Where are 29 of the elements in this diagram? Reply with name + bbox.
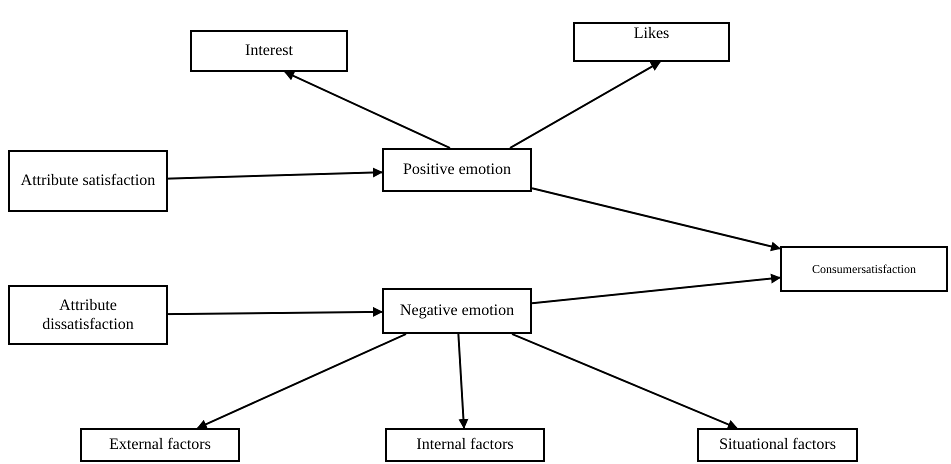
arrow xyxy=(168,168,383,180)
node-box xyxy=(697,428,858,462)
node-label: Likes xyxy=(634,24,670,44)
arrow xyxy=(284,71,450,149)
node-label: Attribute dissatisfaction xyxy=(41,296,135,334)
arrow xyxy=(457,334,468,429)
arrow xyxy=(168,306,383,317)
arrow xyxy=(196,333,406,429)
node-box xyxy=(382,148,532,192)
node-label: External factors xyxy=(109,435,211,455)
arrow xyxy=(510,61,661,149)
node-box xyxy=(385,428,545,462)
node-label: Positive emotion xyxy=(403,160,511,180)
node-box xyxy=(8,285,168,345)
arrow xyxy=(532,274,781,304)
node-box xyxy=(382,288,532,334)
node-box xyxy=(190,30,348,72)
node-box xyxy=(573,22,730,62)
node-label: Situational factors xyxy=(719,435,836,455)
node-box xyxy=(8,150,168,212)
node-label: Negative emotion xyxy=(400,301,514,321)
arrow xyxy=(532,187,781,252)
node-label: Internal factors xyxy=(416,435,514,455)
node-label: Interest xyxy=(245,41,293,61)
node-label: Attribute satisfaction xyxy=(20,171,156,191)
arrow xyxy=(512,333,738,430)
node-box xyxy=(80,428,240,462)
node-label: Consumersatisfaction xyxy=(812,262,916,276)
node-box xyxy=(780,246,948,292)
